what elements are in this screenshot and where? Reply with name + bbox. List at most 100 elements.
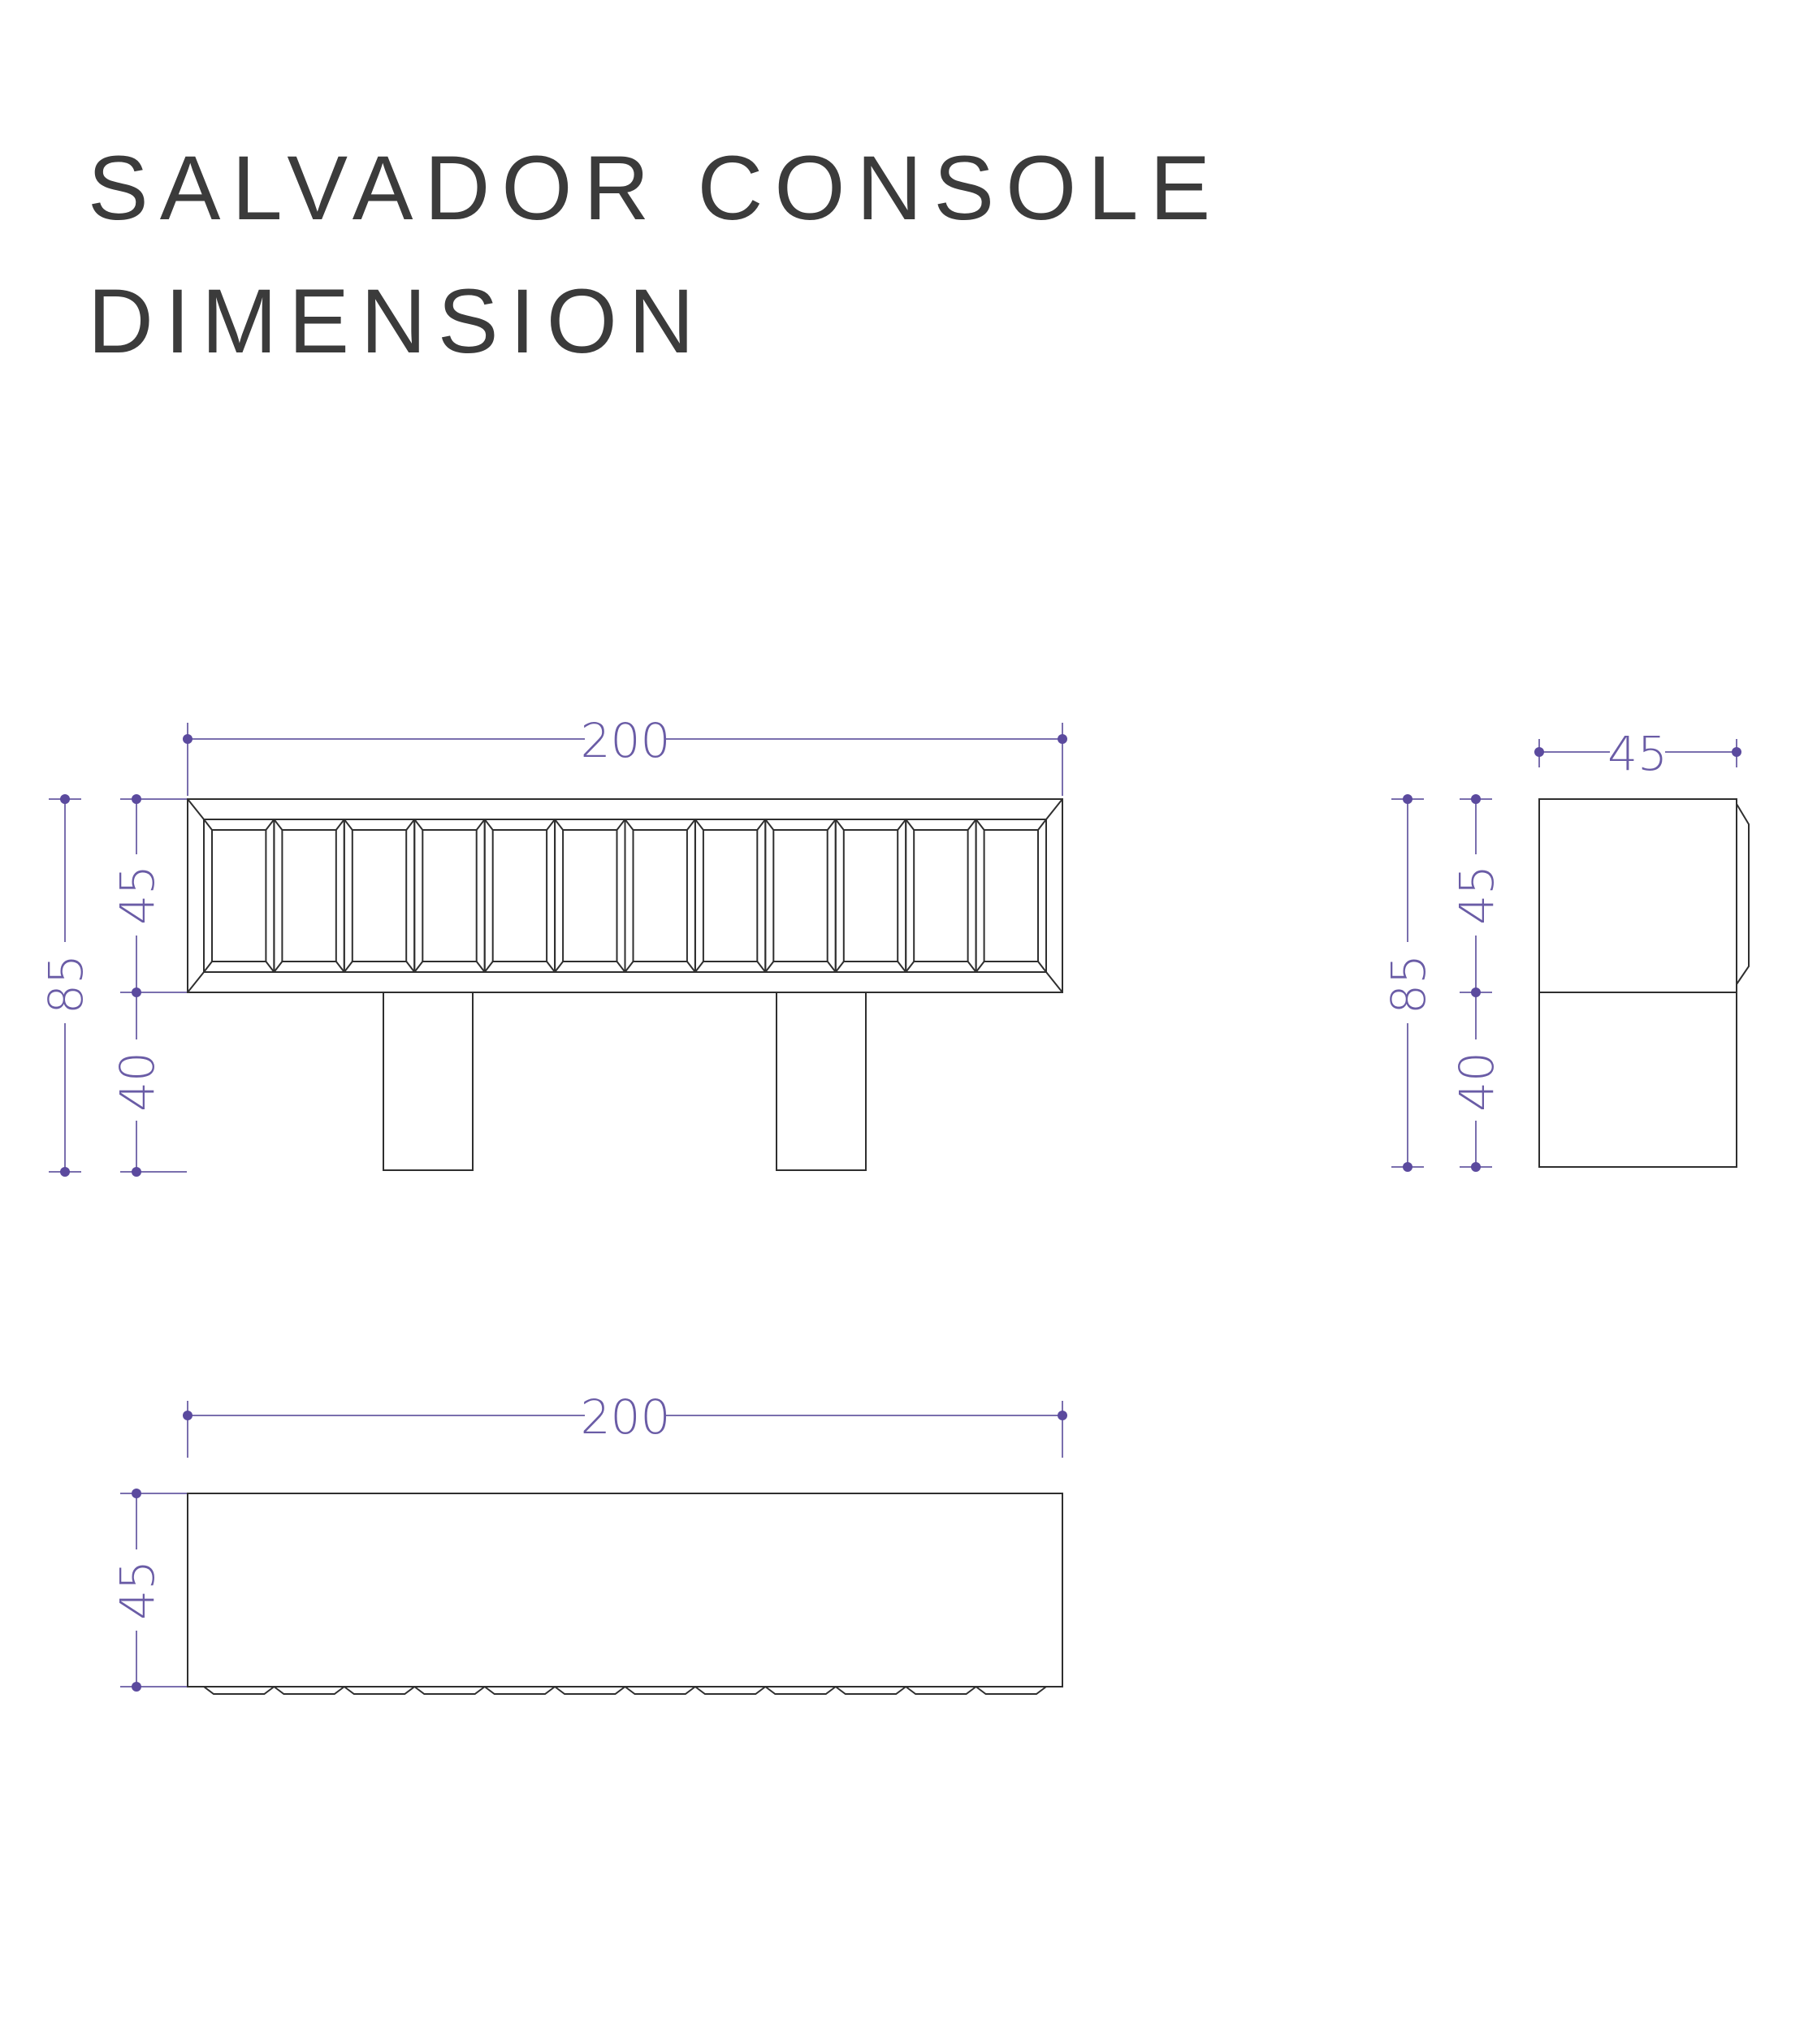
front-panel — [203, 819, 275, 973]
front-panel-bevel — [897, 819, 906, 831]
front-panel-bevel — [694, 961, 704, 973]
front-panel — [343, 819, 416, 973]
front-panel-bevel — [203, 819, 213, 831]
top-panel-facet — [694, 1686, 766, 1695]
title-line-1: SALVADOR CONSOLE — [88, 137, 1222, 239]
front-panel-inset — [632, 829, 688, 962]
front-panel-bevel — [827, 961, 837, 973]
side-leg-height-label: 40 — [1449, 1052, 1504, 1112]
front-panel — [413, 819, 486, 973]
front-panel-bevel — [405, 819, 416, 831]
front-panel-bevel — [975, 819, 985, 831]
top-panel-facet — [203, 1686, 275, 1695]
front-panel-bevel — [686, 819, 696, 831]
side-body — [1538, 798, 1737, 993]
front-panel-bevel — [265, 819, 275, 831]
front-panel-bevel — [475, 961, 486, 973]
front-panel-bevel — [694, 819, 704, 831]
front-panel-bevel — [483, 819, 494, 831]
top-panel-facet — [273, 1686, 345, 1695]
front-panel-bevel — [405, 961, 416, 973]
top-panel-facets — [203, 1686, 1047, 1695]
front-panel — [975, 819, 1047, 973]
front-panel-bevel — [344, 961, 353, 973]
front-panel — [764, 819, 837, 973]
front-panel-bevel — [554, 819, 564, 831]
front-body-height-label: 45 — [110, 865, 165, 925]
top-panel-facet — [554, 1686, 626, 1695]
front-panel-bevel — [624, 961, 634, 973]
top-panel-facet — [905, 1686, 977, 1695]
front-panel-bevel — [273, 961, 283, 973]
front-panel-bevel — [756, 819, 767, 831]
front-panel-bevel — [835, 819, 845, 831]
front-panel-inset — [351, 829, 408, 962]
front-panel-bevel — [335, 819, 345, 831]
front-panel-bevel — [686, 961, 696, 973]
front-panel-bevel — [827, 819, 837, 831]
front-panel-bevel — [546, 961, 556, 973]
front-panel-bevel — [203, 961, 213, 973]
front-panel — [273, 819, 345, 973]
side-view: 45 85 45 40 — [1381, 726, 1750, 1172]
top-panel-facet — [835, 1686, 906, 1695]
side-part-height-dimension: 45 40 — [1449, 794, 1504, 1172]
front-panel-bevel — [344, 819, 353, 831]
front-total-height-label: 85 — [38, 954, 93, 1014]
front-panel-inset — [983, 829, 1039, 962]
front-panel-inset — [211, 829, 267, 962]
front-panel-bevel — [764, 961, 775, 973]
front-panel-bevel — [273, 819, 283, 831]
side-panel-profile — [1736, 803, 1750, 985]
front-panel-bevel — [483, 961, 494, 973]
front-panel-bevel — [413, 961, 424, 973]
front-panel-bevel — [413, 819, 424, 831]
front-panel-bevel — [554, 961, 564, 973]
top-width-dimension: 200 — [183, 1389, 1067, 1458]
top-body — [187, 1493, 1063, 1687]
front-panel-bevel — [546, 819, 556, 831]
front-total-height-dimension: 85 — [38, 794, 93, 1177]
front-panel — [834, 819, 907, 973]
top-panel-facet — [413, 1686, 486, 1695]
front-part-height-dimension: 45 40 — [110, 794, 187, 1177]
side-depth-label: 45 — [1607, 726, 1668, 781]
front-width-label: 200 — [581, 713, 671, 768]
side-depth-dimension: 45 — [1534, 726, 1741, 781]
front-right-leg — [776, 992, 867, 1171]
front-panel-bevel — [1037, 819, 1047, 831]
front-panel-bevel — [967, 961, 977, 973]
front-panel-bevel — [905, 819, 915, 831]
top-panel-facet — [624, 1686, 696, 1695]
front-panel-inset — [281, 829, 337, 962]
front-panel-inset — [422, 829, 478, 962]
front-panel-bevel — [835, 961, 845, 973]
front-panel — [694, 819, 767, 973]
front-panel-bevel — [265, 961, 275, 973]
front-panel-bevel — [764, 819, 775, 831]
front-panel — [483, 819, 556, 973]
front-panel-inset — [491, 829, 548, 962]
title-line-2: DIMENSION — [88, 270, 706, 372]
top-view: 200 45 — [110, 1389, 1067, 1695]
front-panel-bevel — [616, 961, 626, 973]
side-total-height-label: 85 — [1381, 954, 1436, 1014]
top-panel-facet — [344, 1686, 415, 1695]
page-title: SALVADOR CONSOLE DIMENSION — [88, 122, 1222, 388]
front-panel-bevel — [335, 961, 345, 973]
front-panel-inset — [702, 829, 759, 962]
front-view: 200 85 45 40 — [38, 713, 1067, 1177]
front-panel-bevel — [905, 961, 915, 973]
top-panel-facet — [975, 1686, 1047, 1695]
front-panel — [905, 819, 977, 973]
front-panel-inset — [842, 829, 899, 962]
front-panel-bevel — [756, 961, 767, 973]
top-panel-facet — [484, 1686, 556, 1695]
front-panel-bevel — [475, 819, 486, 831]
front-leg-height-label: 40 — [110, 1052, 165, 1112]
side-total-height-dimension: 85 — [1381, 794, 1436, 1172]
front-left-leg — [383, 992, 474, 1171]
front-panels — [203, 819, 1047, 973]
top-depth-dimension: 45 — [110, 1489, 187, 1692]
